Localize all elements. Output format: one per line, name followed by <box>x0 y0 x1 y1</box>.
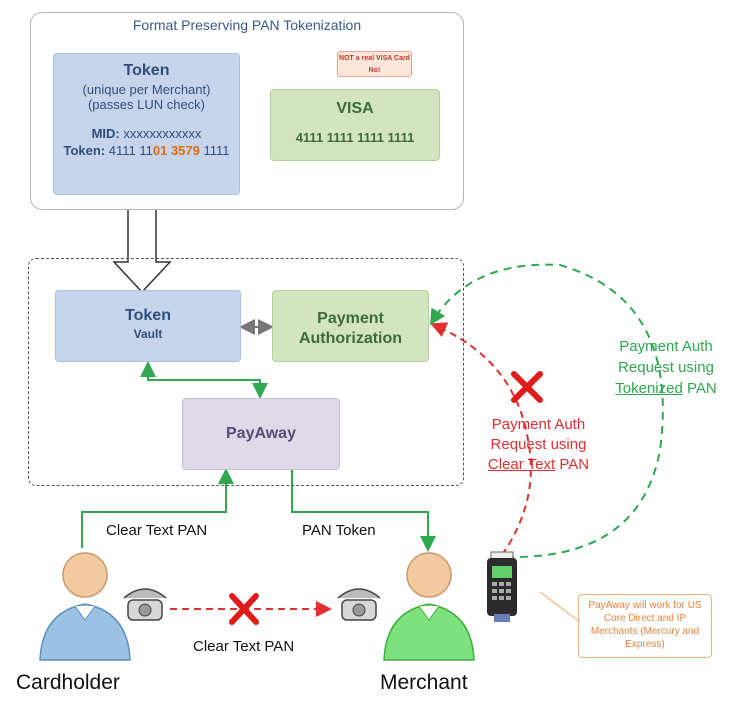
red-request-line2: Request using <box>490 436 587 453</box>
payaway-note: PayAway will work for US Core Direct and… <box>578 594 712 658</box>
clear-text-pan-label: Clear Text PAN <box>106 522 208 539</box>
visa-callout: NOT a real VISA Card No! <box>337 51 412 77</box>
token-box-title: Token <box>123 62 170 79</box>
auth-title: Payment Authorization <box>298 310 403 347</box>
green-request-tail: PAN <box>682 380 717 397</box>
pan-token-label: PAN Token <box>302 522 376 539</box>
blocked-x-icon <box>229 593 259 625</box>
token-box-line2: (passes LUN check) <box>87 97 206 112</box>
visa-box: VISA 4111 1111 1111 1111 <box>270 89 440 161</box>
token-part1: 4111 11 <box>108 143 153 158</box>
red-request-underlined: Clear Text <box>487 456 556 473</box>
green-request-line1: Payment Auth <box>619 338 713 355</box>
token-box: Token (unique per Merchant) (passes LUN … <box>53 53 240 195</box>
red-request-line1: Payment Auth <box>491 416 586 433</box>
pan-token-arrow <box>291 470 436 552</box>
tokenized-request-label: Payment Auth Request using Tokenized PAN <box>596 336 736 399</box>
payment-terminal-icon <box>487 551 517 622</box>
token-mid: MID: xxxxxxxxxxxx <box>54 126 239 141</box>
phone-icon-cardholder <box>123 588 167 621</box>
panel-title: Format Preserving PAN Tokenization <box>132 17 362 33</box>
cardholder-person-icon <box>39 552 131 661</box>
vault-payaway-link <box>140 361 268 399</box>
vault-sub: Vault <box>133 327 163 341</box>
payaway-title: PayAway <box>226 425 296 442</box>
green-request-line2: Request using <box>618 359 714 376</box>
token-vault-box: Token Vault <box>55 290 241 362</box>
red-request-line3: Clear Text PAN <box>476 455 601 475</box>
green-request-underlined: Tokenized <box>615 380 683 397</box>
payment-authorization-box: Payment Authorization <box>272 290 429 362</box>
tokenized-auth-request-arrow <box>429 263 664 559</box>
payaway-box: PayAway <box>182 398 340 470</box>
merchant-person-icon <box>383 552 475 661</box>
green-request-line3: Tokenized PAN <box>596 378 736 399</box>
token-box-line1: (unique per Merchant) <box>82 82 211 97</box>
mid-label: MID: <box>91 126 120 141</box>
note-connector <box>539 591 581 623</box>
red-request-tail: PAN <box>555 456 590 473</box>
phone-icon-merchant <box>337 588 381 621</box>
token-highlight: 01 3579 <box>152 143 200 158</box>
payaway-system-boundary <box>28 258 464 486</box>
blocked-x-icon-auth <box>511 371 543 403</box>
visa-number: 4111 1111 1111 1111 <box>295 130 415 145</box>
visa-title: VISA <box>336 100 374 117</box>
clear-text-auth-request-arrow <box>430 322 532 556</box>
clear-text-pan-bottom-label: Clear Text PAN <box>193 638 295 655</box>
cardholder-label: Cardholder <box>16 671 120 694</box>
token-label: Token: <box>63 143 106 158</box>
token-part2: 1111 <box>199 143 230 158</box>
vault-title: Token <box>125 307 171 324</box>
merchant-label: Merchant <box>380 671 468 694</box>
token-value: Token: 4111 1101 3579 1111 <box>54 143 239 158</box>
clear-text-request-label: Payment Auth Request using Clear Text PA… <box>476 415 601 475</box>
mid-value: xxxxxxxxxxxx <box>123 126 202 141</box>
clear-text-pan-arrow <box>81 468 234 548</box>
